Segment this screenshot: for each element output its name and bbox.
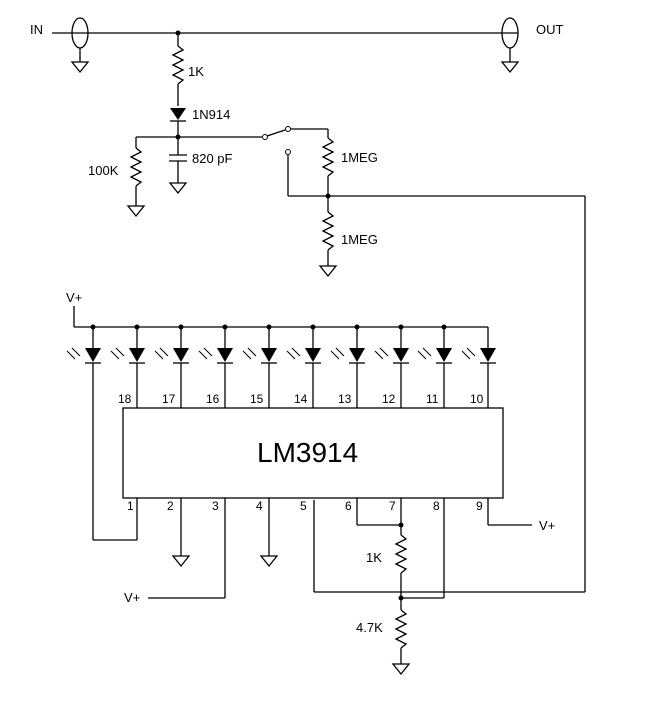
diode-icon bbox=[170, 108, 186, 137]
in-label: IN bbox=[30, 22, 43, 37]
r-4k7-label: 4.7K bbox=[356, 620, 383, 635]
resistor-icon bbox=[126, 137, 146, 218]
pin3-wire bbox=[148, 498, 226, 599]
vplus-pin9-label: V+ bbox=[539, 518, 555, 533]
resistor-icon bbox=[391, 598, 411, 676]
pin-label: 7 bbox=[389, 499, 396, 513]
r-1meg-b-label: 1MEG bbox=[341, 232, 378, 247]
led-icon bbox=[66, 324, 101, 540]
led-icon bbox=[286, 324, 321, 408]
pin9-wire bbox=[487, 498, 532, 526]
pin-label: 15 bbox=[250, 392, 264, 406]
pin-label: 18 bbox=[118, 392, 132, 406]
pin-label: 10 bbox=[470, 392, 484, 406]
pin-label: 17 bbox=[162, 392, 176, 406]
vplus-top-label: V+ bbox=[66, 290, 82, 305]
r-1meg-a-label: 1MEG bbox=[341, 150, 378, 165]
led-icon bbox=[461, 327, 496, 408]
pin-label: 16 bbox=[206, 392, 220, 406]
pin-label: 1 bbox=[127, 499, 134, 513]
pin-label: 8 bbox=[433, 499, 440, 513]
out-label: OUT bbox=[536, 22, 564, 37]
shielded-connector-icon bbox=[70, 17, 90, 74]
resistor-icon bbox=[321, 129, 335, 196]
pin-label: 11 bbox=[426, 392, 439, 406]
pin-label: 5 bbox=[300, 499, 307, 513]
r-1k-bottom-label: 1K bbox=[366, 550, 382, 565]
pin-label: 4 bbox=[256, 499, 263, 513]
r-100k-label: 100K bbox=[88, 163, 119, 178]
cap-label: 820 pF bbox=[192, 151, 233, 166]
resistor-icon bbox=[394, 525, 408, 598]
led-icon bbox=[417, 324, 452, 408]
ground-icon bbox=[259, 498, 279, 568]
ic-body bbox=[122, 407, 504, 499]
led-array bbox=[66, 324, 496, 540]
pin-label: 2 bbox=[167, 499, 174, 513]
pin-label: 14 bbox=[294, 392, 308, 406]
switch-icon bbox=[262, 126, 328, 197]
vplus-pin3-label: V+ bbox=[124, 590, 140, 605]
resistor-icon bbox=[171, 33, 185, 106]
pin-label: 6 bbox=[345, 499, 352, 513]
capacitor-icon bbox=[168, 137, 188, 195]
led-icon bbox=[154, 324, 189, 408]
shielded-connector-icon bbox=[500, 17, 520, 74]
led-icon bbox=[110, 324, 145, 408]
led-icon bbox=[374, 324, 409, 408]
pin-label: 13 bbox=[338, 392, 352, 406]
pin-label: 9 bbox=[476, 499, 483, 513]
ground-icon bbox=[171, 498, 191, 568]
diode-label: 1N914 bbox=[192, 107, 230, 122]
pin1-wire bbox=[93, 498, 138, 541]
led-icon bbox=[242, 324, 277, 408]
resistor-icon bbox=[318, 196, 338, 278]
r-1k-top-label: 1K bbox=[188, 64, 204, 79]
pin-label: 12 bbox=[382, 392, 396, 406]
ic-name: LM3914 bbox=[257, 437, 358, 468]
pin-label: 3 bbox=[212, 499, 219, 513]
led-icon bbox=[330, 324, 365, 408]
led-icon bbox=[198, 324, 233, 408]
